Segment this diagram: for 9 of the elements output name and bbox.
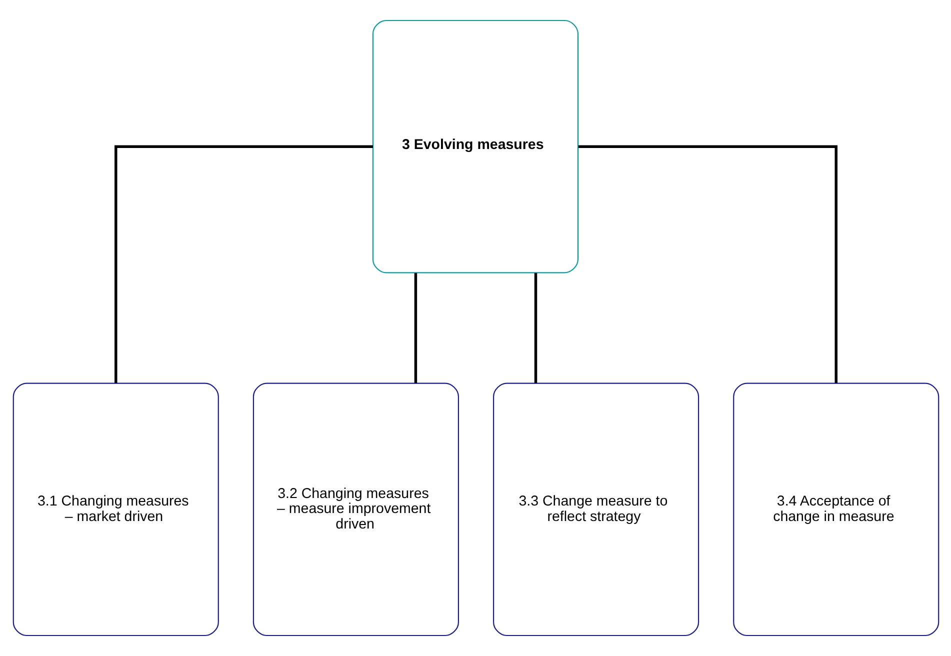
- node-box: 3 Evolving measures: [372, 20, 578, 274]
- node-box: 3.1 Changing measures – market driven: [12, 382, 218, 636]
- connector: [114, 145, 372, 384]
- connector: [534, 272, 537, 384]
- node-box: 3.2 Changing measures – measure improvement driven: [252, 382, 458, 636]
- connector: [414, 272, 417, 384]
- connector: [578, 145, 837, 384]
- node-box: 3.4 Acceptance of change in measure: [732, 382, 939, 636]
- node-box: 3.3 Change measure to reflect strategy: [492, 382, 699, 636]
